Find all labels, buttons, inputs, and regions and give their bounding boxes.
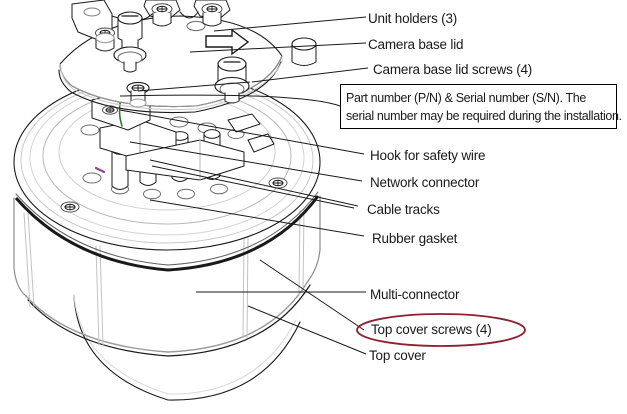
label-rubber-gasket: Rubber gasket bbox=[372, 231, 458, 246]
label-hook-for-safety-wire: Hook for safety wire bbox=[370, 148, 486, 163]
unit-holder-2 bbox=[143, 0, 181, 27]
multi-connector-block bbox=[125, 139, 245, 181]
label-camera-base-lid-screws: Camera base lid screws (4) bbox=[373, 62, 533, 77]
unit-holder-3 bbox=[193, 0, 231, 27]
orientation-arrow-icon bbox=[205, 28, 250, 56]
label-camera-base-lid: Camera base lid bbox=[368, 37, 464, 52]
label-network-connector: Network connector bbox=[370, 175, 480, 190]
leader-rubber-gasket bbox=[149, 199, 365, 237]
leader-cable-tracks-2 bbox=[151, 165, 355, 209]
label-top-cover: Top cover bbox=[369, 348, 426, 363]
internal-components bbox=[91, 89, 275, 190]
rubber-gasket-band bbox=[14, 191, 320, 272]
lid-screw-1 bbox=[113, 11, 147, 73]
callout-line-1: Part number (P/N) & Serial number (S/N).… bbox=[346, 91, 587, 105]
top-cover-screws-highlight-ellipse bbox=[356, 313, 526, 347]
leader-callout-box bbox=[119, 94, 341, 107]
serial-number-callout-box: Part number (P/N) & Serial number (S/N).… bbox=[340, 84, 622, 129]
camera-base-lid-screws-group bbox=[113, 11, 317, 108]
label-top-cover-screws: Top cover screws (4) bbox=[371, 322, 492, 337]
unit-holders-group bbox=[71, 0, 231, 52]
label-unit-holders: Unit holders (3) bbox=[368, 11, 458, 26]
label-cable-tracks: Cable tracks bbox=[367, 202, 440, 217]
unit-holder-1 bbox=[71, 0, 115, 52]
lid-screw-3 bbox=[214, 56, 250, 104]
leader-hook-safety-wire bbox=[119, 109, 365, 155]
callout-line-2: serial number may be required during the… bbox=[346, 109, 622, 123]
camera-body-casing bbox=[13, 195, 321, 357]
leader-unit-holders bbox=[213, 16, 367, 32]
leader-network-connector bbox=[129, 141, 363, 182]
label-multi-connector: Multi-connector bbox=[370, 287, 460, 302]
leader-top-cover bbox=[247, 305, 367, 355]
leader-top-cover-screws bbox=[259, 259, 365, 331]
leader-cable-tracks bbox=[149, 159, 359, 207]
leader-lid-screws bbox=[137, 67, 369, 92]
lid-screw-4 bbox=[291, 37, 317, 66]
leader-camera-base-lid bbox=[189, 42, 367, 53]
